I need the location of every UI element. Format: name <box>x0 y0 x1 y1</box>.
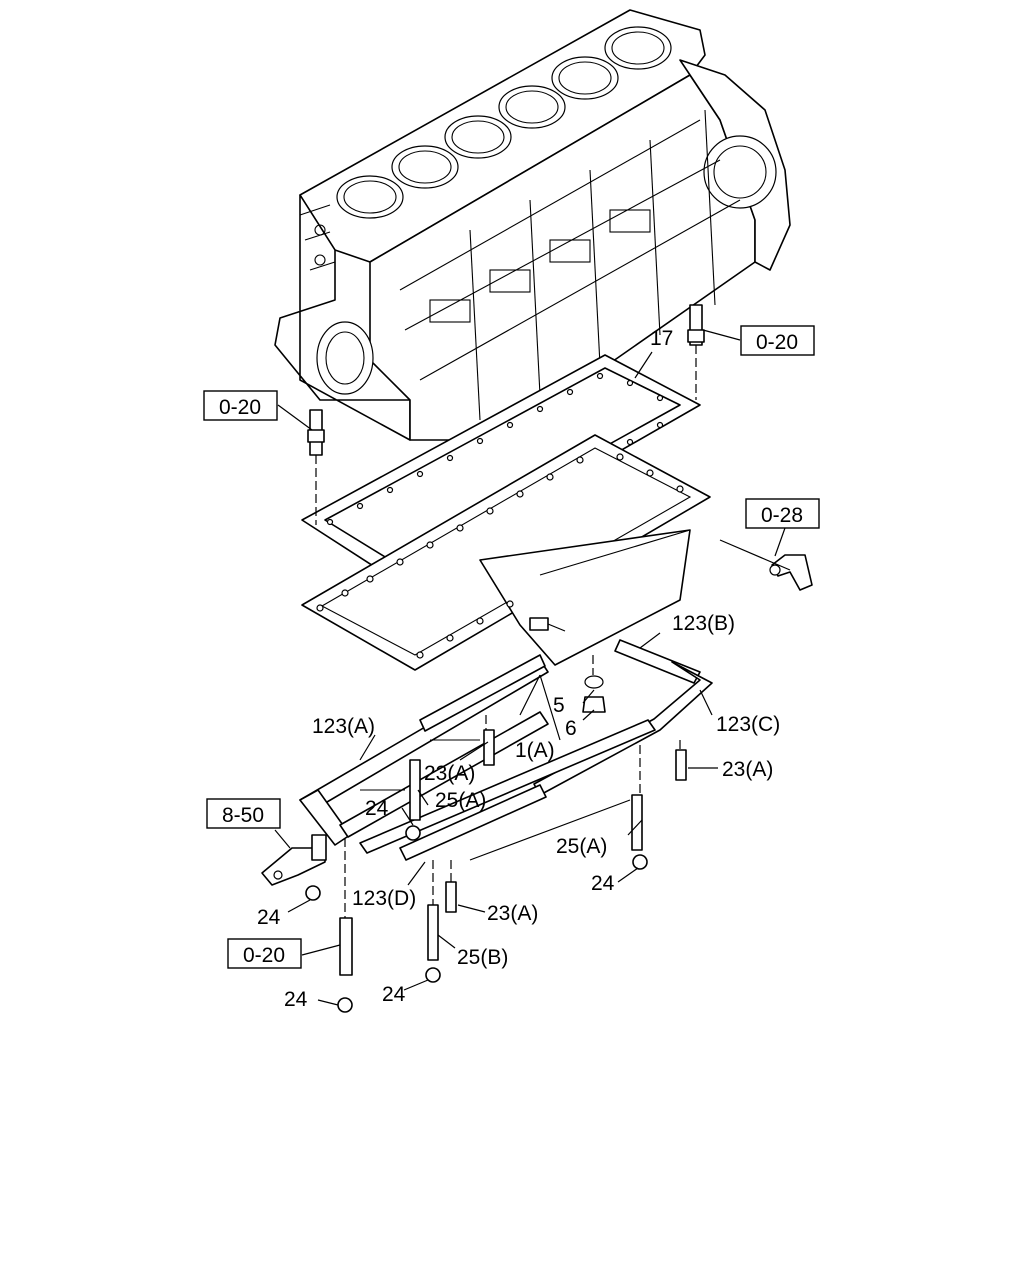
ref-box-0-20-right: 0-20 <box>740 325 815 356</box>
callout-123b: 123(B) <box>672 612 735 635</box>
callout-23a: 23(A) <box>424 762 475 785</box>
callout-1a: 1(A) <box>515 739 555 762</box>
callout-24: 24 <box>591 872 615 895</box>
ref-box-0-20-left: 0-20 <box>203 390 278 421</box>
callout-6: 6 <box>565 717 577 740</box>
ref-label: 8-50 <box>222 804 264 827</box>
callout-123c: 123(C) <box>716 713 780 736</box>
callout-24: 24 <box>365 797 389 820</box>
callout-24: 24 <box>382 983 406 1006</box>
bracket-8-50 <box>261 834 327 886</box>
ref-box-8-50: 8-50 <box>206 798 281 829</box>
oil-pan-gasket <box>301 354 701 581</box>
oil-pan <box>301 434 711 671</box>
callout-24: 24 <box>257 906 281 929</box>
stiffener-rails <box>299 639 713 861</box>
ref-label: 0-28 <box>761 504 803 527</box>
callout-23a: 23(A) <box>722 758 773 781</box>
ref-box-0-28: 0-28 <box>745 498 820 529</box>
ref-label: 0-20 <box>756 331 798 354</box>
ref-label: 0-20 <box>219 396 261 419</box>
callout-123a: 123(A) <box>312 715 375 738</box>
callout-23a: 23(A) <box>487 902 538 925</box>
leader-lines <box>274 329 791 1006</box>
callout-24: 24 <box>284 988 308 1011</box>
callout-5: 5 <box>553 694 565 717</box>
callout-123d: 123(D) <box>352 887 416 910</box>
cylinder-block <box>274 9 791 441</box>
callout-labels: 17 123(B) 5 6 1(A) 123(A) 123(C) 23(A) 2… <box>257 327 780 1011</box>
ref-label: 0-20 <box>243 944 285 967</box>
callout-17: 17 <box>650 327 673 350</box>
dipstick-tube-0-28 <box>769 554 813 591</box>
ref-box-0-20-bottom: 0-20 <box>227 938 302 969</box>
studs <box>305 304 705 1013</box>
callout-25a: 25(A) <box>556 835 607 858</box>
drain-plug-group <box>582 655 606 713</box>
callout-25a: 25(A) <box>435 789 486 812</box>
callout-25b: 25(B) <box>457 946 508 969</box>
